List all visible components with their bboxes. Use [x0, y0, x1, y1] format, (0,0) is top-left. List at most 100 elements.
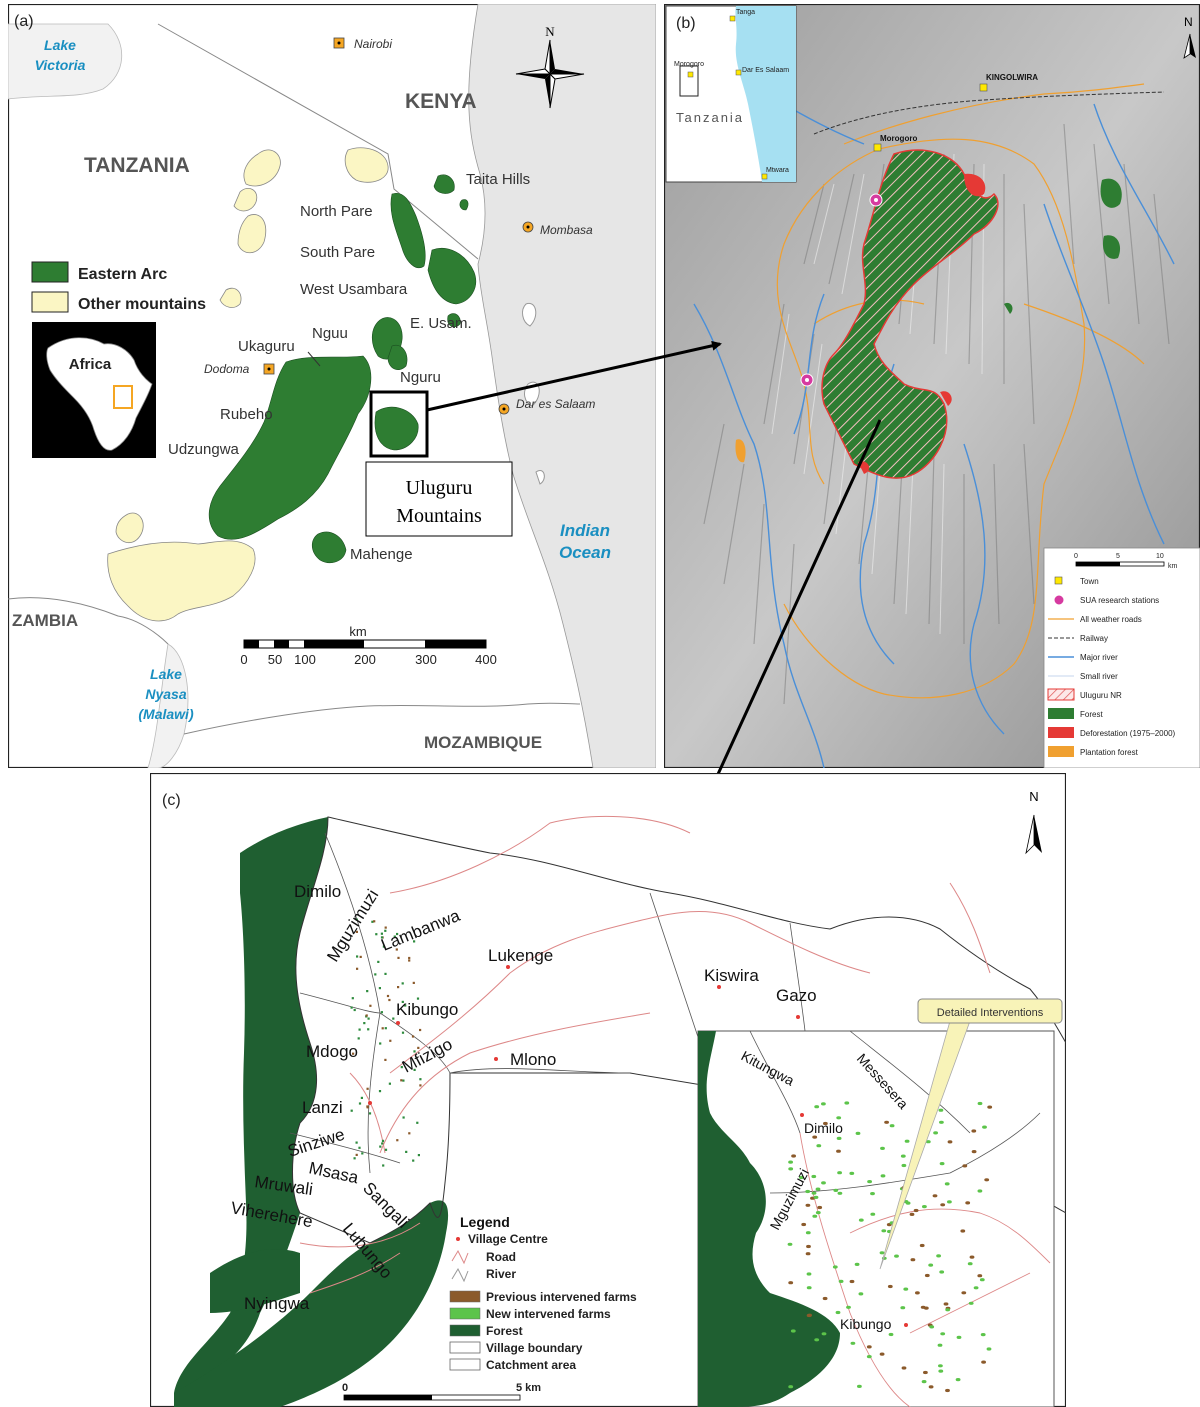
detail-farm-dot — [870, 1212, 876, 1216]
farm-dot — [416, 997, 420, 1000]
farm-dot — [396, 1139, 399, 1142]
farm-dot — [378, 987, 381, 990]
detail-farm-dot — [919, 1243, 925, 1248]
legend-b-row-major: Major river — [1048, 653, 1118, 662]
scale-b-tick-0: 0 — [1074, 553, 1078, 560]
detail-farm-dot — [913, 1208, 919, 1213]
detail-farm-dot — [904, 1139, 910, 1143]
forest-areas-c — [174, 817, 449, 1407]
detail-farm-dot — [977, 1101, 983, 1106]
uluguru-box — [369, 390, 429, 458]
detail-farm-dot — [921, 1380, 927, 1384]
detail-farm-dot — [791, 1154, 796, 1158]
legend-b-label-major: Major river — [1080, 653, 1118, 662]
legend-b-label-forest: Forest — [1080, 710, 1103, 719]
detail-farm-dot — [787, 1242, 793, 1246]
udzungwa-label: Udzungwa — [168, 441, 240, 458]
town-kingolwira-label: KINGOLWIRA — [986, 73, 1038, 82]
farm-dot — [388, 998, 391, 1002]
legend-b-row-rail: Railway — [1048, 634, 1108, 643]
farm-dot — [367, 1028, 370, 1031]
detail-farm-dot — [984, 1178, 990, 1182]
detail-farm-dot — [923, 1370, 928, 1375]
north-pare-label: North Pare — [300, 203, 373, 220]
detail-farm-dot — [909, 1212, 915, 1216]
detail-farm-dot — [806, 1244, 811, 1249]
farm-dot — [357, 1037, 360, 1040]
legend-b-swatch-town — [1054, 576, 1063, 585]
legend-b-row-station: SUA research stations — [1053, 594, 1159, 606]
dar-es-salaam-label: Dar es Salaam — [516, 397, 595, 411]
scale-tick-300: 300 — [415, 652, 437, 667]
detail-farm-dot — [933, 1131, 938, 1135]
farm-dot — [411, 1035, 415, 1038]
legend-b-label-station: SUA research stations — [1080, 596, 1159, 605]
africa-shape — [46, 337, 153, 451]
detail-farm-dot — [939, 1120, 944, 1124]
detail-farm-dot — [833, 1188, 839, 1192]
legend-c-item-road: Road — [486, 1250, 516, 1264]
legend-b-swatch-plant — [1048, 746, 1074, 757]
detail-boundaries — [749, 1030, 1041, 1194]
farm-dot — [401, 1031, 405, 1034]
detail-farm-dot — [812, 1214, 818, 1218]
detail-farm-dot — [965, 1201, 971, 1205]
detail-farm-dot — [855, 1131, 861, 1135]
detail-forest — [698, 1031, 840, 1407]
farm-dot — [350, 1006, 353, 1009]
detail-farms — [787, 1101, 993, 1393]
farm-dot — [380, 932, 383, 935]
panel-b-map: KINGOLWIRA Morogoro Tanga Morogoro Dar E… — [664, 4, 1200, 768]
detail-farm-dot — [887, 1284, 893, 1289]
legend-b-row-town: Town — [1054, 576, 1099, 586]
detail-farm-dot — [821, 1332, 827, 1336]
legend-other-mountains-swatch — [31, 291, 69, 313]
mozambique-label: MOZAMBIQUE — [424, 733, 542, 752]
other-mountains-areas — [107, 147, 389, 622]
detail-farm-dot — [903, 1287, 909, 1291]
detail-farm-dot — [836, 1116, 842, 1120]
detail-farm-dot — [967, 1262, 973, 1266]
detail-farm-dot — [821, 1102, 826, 1106]
farm-dot — [401, 982, 404, 985]
farm-dot — [401, 1000, 404, 1003]
farm-dot — [405, 1150, 408, 1153]
farm-dot — [366, 990, 369, 993]
ukaguru-label: Ukaguru — [238, 338, 295, 355]
detail-village-kibungo — [904, 1323, 908, 1327]
detail-farm-dot — [815, 1187, 821, 1191]
farm-dot — [408, 956, 411, 960]
detail-farm-dot — [980, 1333, 986, 1337]
scale-b-tick-5: 5 — [1116, 553, 1120, 560]
detail-farm-dot — [814, 1338, 820, 1342]
uluguru-forest — [821, 149, 999, 479]
detail-farm-dot — [928, 1263, 934, 1267]
village-centre-markers — [368, 965, 800, 1105]
detail-farm-dot — [925, 1140, 931, 1144]
detail-farm-dot — [973, 1286, 979, 1290]
village-nyingwa: Nyingwa — [244, 1294, 310, 1313]
uluguru-callout-box — [365, 461, 513, 537]
detail-dimilo: Dimilo — [804, 1120, 843, 1136]
farm-dot — [352, 1052, 355, 1055]
village-dimilo: Dimilo — [294, 882, 341, 901]
nguru-label: Nguru — [400, 369, 441, 386]
farm-dot — [384, 972, 387, 975]
north-arrow-c-icon — [1025, 814, 1042, 855]
farm-dot — [369, 1004, 372, 1007]
panel-c-label: (c) — [162, 792, 181, 809]
detail-farm-dot — [968, 1301, 974, 1305]
farm-dot — [412, 981, 415, 984]
detail-farm-dot — [879, 1251, 885, 1255]
detail-farm-dot — [836, 1136, 842, 1140]
detail-farm-dot — [937, 1343, 943, 1347]
farm-dot — [358, 1146, 361, 1149]
detail-farm-dot — [801, 1222, 807, 1227]
inset-tanzania-label: Tanzania — [676, 110, 744, 125]
farm-dot — [351, 997, 354, 1000]
mafia-island — [535, 470, 545, 485]
farm-dot — [384, 1027, 387, 1030]
legend-b-row-nr: Uluguru NR — [1047, 688, 1122, 701]
tanzania-label: TANZANIA — [84, 154, 190, 177]
detail-farm-dot — [849, 1279, 855, 1284]
